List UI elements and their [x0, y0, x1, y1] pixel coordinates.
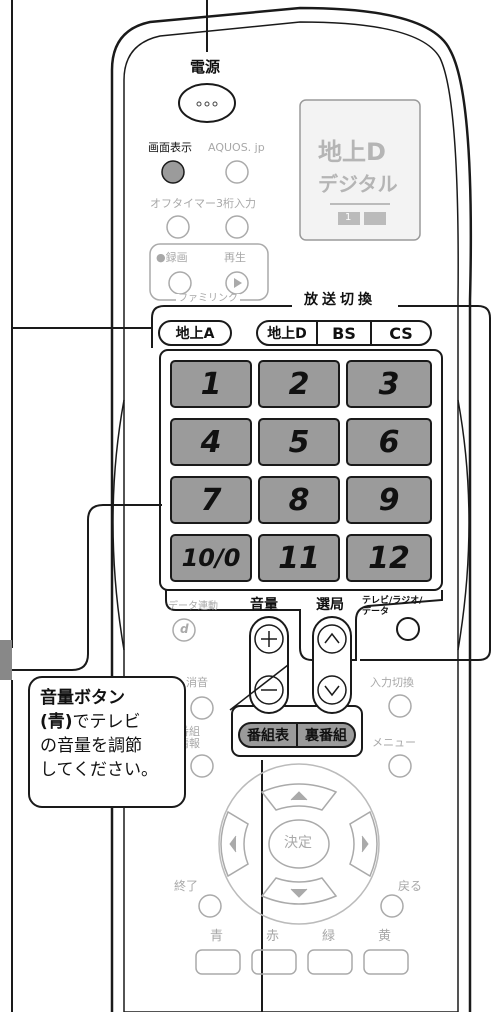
key-2[interactable]: 2: [258, 360, 340, 408]
key-7[interactable]: 7: [170, 476, 252, 524]
family-link-label: ファミリンク: [176, 293, 240, 304]
callout-line-3: の音量を調節: [40, 736, 142, 756]
yellow-label: 黄: [378, 929, 392, 944]
callout-line-1: 音量ボタン: [40, 688, 125, 708]
red-label: 赤: [266, 929, 280, 944]
key-8[interactable]: 8: [258, 476, 340, 524]
terrestrial-analog-button[interactable]: 地上A: [158, 320, 232, 346]
callout-line-4: してください。: [40, 760, 158, 780]
menu-label: メニュー: [372, 736, 416, 749]
mute-label: 消音: [186, 676, 208, 689]
broadcast-title: 放送切換: [300, 293, 380, 307]
data-link-label: データ連動: [168, 601, 218, 612]
key-4[interactable]: 4: [170, 418, 252, 466]
bs-button[interactable]: BS: [316, 320, 372, 346]
display-line-1: 地上D: [318, 138, 386, 166]
blue-label: 青: [210, 929, 224, 944]
channel-label: 選局: [316, 597, 344, 613]
data-icon: d: [180, 622, 189, 636]
key-6[interactable]: 6: [346, 418, 432, 466]
play-label: 再生: [224, 251, 246, 264]
display-channel: 1: [345, 212, 352, 223]
epg-button[interactable]: 番組表: [238, 722, 298, 748]
key-1[interactable]: 1: [170, 360, 252, 408]
display-line-2: デジタル: [318, 172, 398, 196]
aquos-label: AQUOS. jp: [208, 141, 265, 154]
callout-line-2: (青)でテレビ: [40, 712, 141, 732]
tv-radio-label: テレビ/ラジオ/データ: [362, 596, 423, 617]
power-label: 電源: [190, 58, 221, 76]
input-switch-label: 入力切換: [370, 676, 414, 689]
exit-label: 終了: [174, 879, 199, 893]
terrestrial-digital-button[interactable]: 地上D: [256, 320, 318, 346]
key-11[interactable]: 11: [258, 534, 340, 582]
key-10[interactable]: 10/0: [170, 534, 252, 582]
volume-label: 音量: [250, 597, 278, 613]
green-label: 緑: [322, 929, 336, 944]
back-epg-button[interactable]: 裏番組: [296, 722, 356, 748]
three-digit-label: 3桁入力: [216, 197, 256, 210]
ok-label: 決定: [284, 835, 312, 851]
screen-display-label: 画面表示: [148, 141, 192, 154]
key-12[interactable]: 12: [346, 534, 432, 582]
record-label: ●録画: [156, 251, 188, 264]
key-9[interactable]: 9: [346, 476, 432, 524]
cs-button[interactable]: CS: [370, 320, 432, 346]
key-5[interactable]: 5: [258, 418, 340, 466]
back-label: 戻る: [398, 879, 423, 893]
off-timer-label: オフタイマー: [150, 197, 216, 210]
key-3[interactable]: 3: [346, 360, 432, 408]
volume-callout: 音量ボタン (青)でテレビ の音量を調節 してください。: [28, 676, 186, 808]
